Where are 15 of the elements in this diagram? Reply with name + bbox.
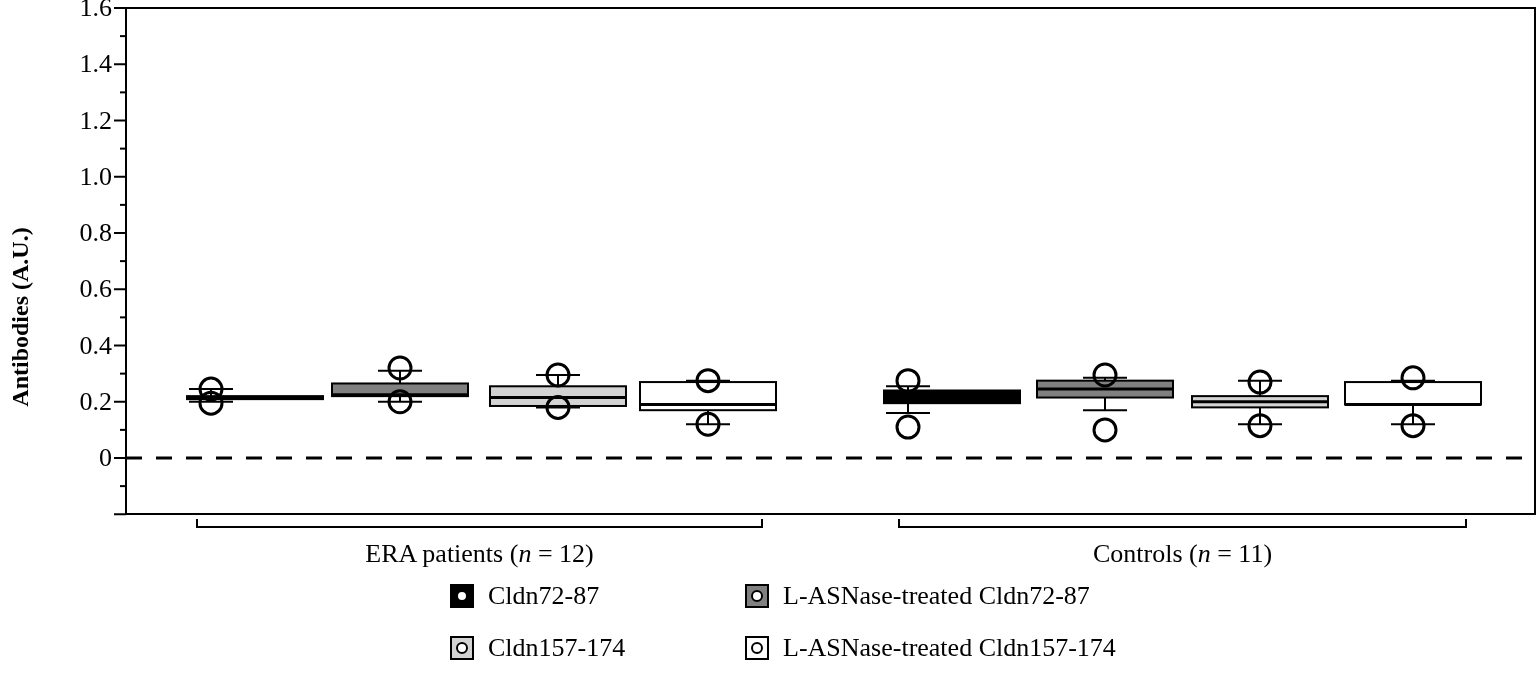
tick-label: 0 [99, 445, 112, 471]
legend-text: Cldn72-87 [488, 583, 600, 609]
axis-title: Antibodies (A.U.) [8, 226, 32, 409]
group-label: Controls (n = 11) [1091, 541, 1274, 567]
tick-label: 0.6 [79, 276, 112, 303]
tick-label: 0.4 [79, 332, 112, 359]
group-label: ERA patients (n = 12) [364, 541, 595, 567]
tick-label: 1.0 [79, 163, 112, 190]
tick-label: 1.2 [79, 107, 112, 134]
tick-label: 1.4 [79, 51, 112, 78]
tick-label: 0.2 [79, 388, 112, 415]
legend-text: L-ASNase-treated Cldn157-174 [783, 635, 1116, 661]
legend-text: L-ASNase-treated Cldn72-87 [783, 583, 1090, 609]
tick-label: 0.8 [79, 220, 112, 246]
legend-text: Cldn157-174 [488, 635, 626, 661]
